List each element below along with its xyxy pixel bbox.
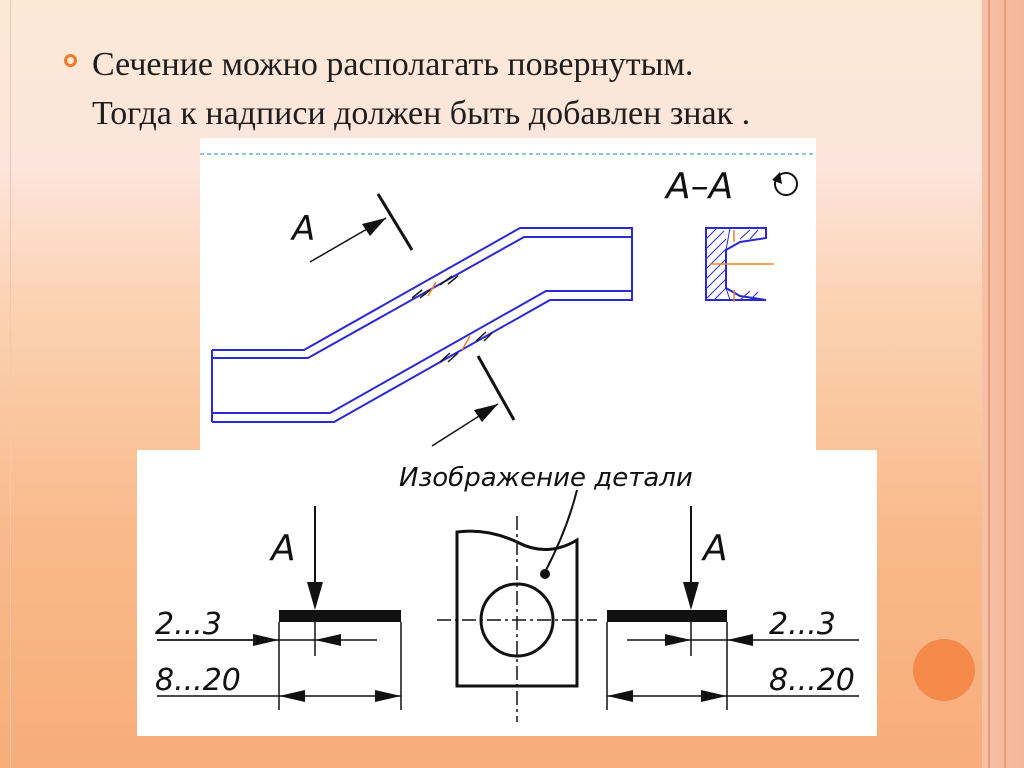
rotated-section-svg: А А–А — [200, 153, 816, 447]
section-placement-drawing: Изображение детали А 2...3 — [137, 450, 877, 736]
section-placement-svg: Изображение детали А 2...3 — [155, 463, 859, 722]
rotation-sign-icon — [772, 172, 798, 196]
slide-text-line-1: Сечение можно располагать повернутым. — [92, 46, 694, 83]
right-frame — [982, 0, 1024, 768]
left-dim-large: 8...20 — [155, 663, 241, 698]
left-cut-label: А — [269, 528, 296, 569]
caption-leader — [544, 489, 578, 573]
frame-line — [1004, 0, 1006, 768]
cut-arrow-upper-head — [362, 218, 386, 236]
left-frame-line — [10, 0, 11, 768]
right-cut-arrow-icon — [683, 582, 699, 610]
cut-centerline-marks — [427, 281, 471, 351]
section-profile — [705, 227, 774, 302]
right-dim-small: 2...3 — [769, 607, 836, 642]
bullet-icon — [64, 54, 77, 67]
decorative-circle — [913, 639, 975, 701]
section-title: А–А — [664, 166, 733, 207]
cut-label-upper: А — [290, 209, 315, 249]
cut-hatch-marks — [411, 275, 493, 363]
cut-line-upper — [376, 193, 414, 251]
cut-line-lower — [476, 355, 516, 421]
rotated-section-drawing: А А–А — [200, 138, 816, 450]
leader-dot — [540, 569, 550, 579]
detail-part — [437, 516, 597, 722]
cut-arrow-lower-head — [474, 404, 498, 422]
frame-line — [988, 0, 990, 768]
left-dim-small: 2...3 — [155, 607, 222, 642]
left-cut-arrow-icon — [307, 582, 323, 610]
bullet-paragraph: Сечение можно располагать повернутым. То… — [92, 40, 972, 138]
slide-text-line-2: Тогда к надписи должен быть добавлен зна… — [92, 95, 751, 132]
bent-part-outline — [211, 227, 633, 423]
right-dim-large: 8...20 — [769, 663, 855, 698]
right-cut-label: А — [701, 528, 728, 569]
left-section-marking: А 2...3 8...20 — [155, 506, 402, 710]
right-section-marking: А 2...3 8...20 — [606, 506, 859, 710]
detail-caption: Изображение детали — [399, 463, 693, 493]
